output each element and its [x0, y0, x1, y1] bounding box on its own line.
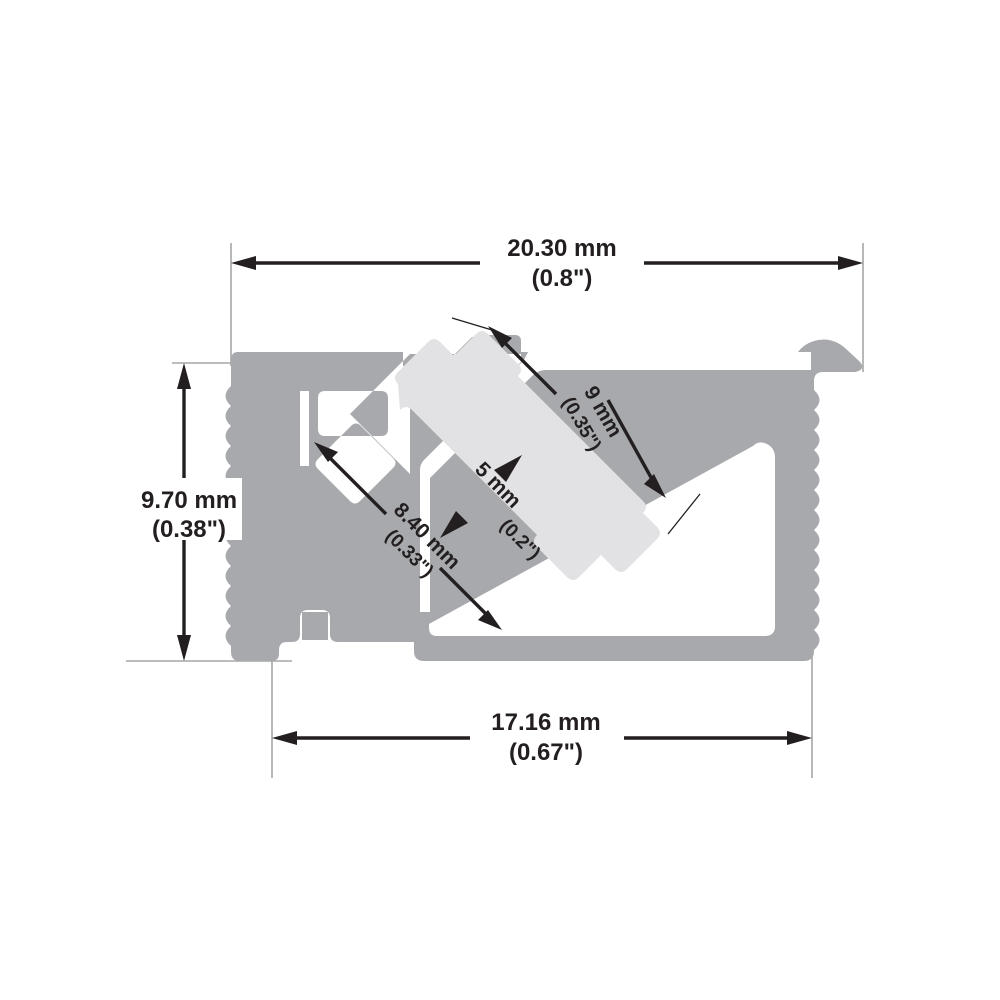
label-bg-overall-height: [136, 478, 242, 540]
dim-base-width: 17.16 mm (0.67"): [272, 706, 812, 766]
arrow-overall-width-right: [838, 256, 863, 270]
arrow-overall-width-left: [231, 256, 256, 270]
label-overall-height-in: (0.38"): [152, 516, 226, 543]
arrow-overall-height-top: [177, 363, 191, 389]
leader-diffuser-top: [451, 317, 493, 331]
label-base-width-in: (0.67"): [509, 739, 583, 766]
arrow-base-width-right: [787, 731, 812, 745]
arrow-diffuser-bottom: [644, 474, 666, 498]
label-overall-height-mm: 9.70 mm: [141, 487, 237, 514]
dim-overall-width: 20.30 mm (0.8"): [231, 232, 863, 292]
label-bg-overall-width: [480, 232, 644, 292]
arrow-base-width-left: [272, 731, 297, 745]
arrow-channel-upper: [314, 442, 338, 462]
dim-overall-height: 9.70 mm (0.38"): [136, 363, 242, 661]
arrow-overall-height-bottom: [177, 635, 191, 661]
label-bg-base-width: [470, 706, 624, 766]
leader-diffuser-bottom: [667, 493, 701, 535]
label-overall-width-in: (0.8"): [532, 265, 593, 292]
arrow-strip-width-upper: [494, 455, 522, 482]
diffuser-lens-band: [395, 331, 660, 580]
arrow-diffuser-top: [488, 326, 512, 348]
label-overall-width-mm: 20.30 mm: [507, 235, 616, 262]
arrow-strip-width-lower: [440, 511, 468, 538]
dim-line-channel-b: [438, 566, 494, 622]
arrow-channel-lower: [478, 610, 502, 630]
dim-line-channel-a: [322, 450, 388, 516]
label-base-width-mm: 17.16 mm: [491, 709, 600, 736]
dim-line-diffuser-b: [606, 399, 660, 491]
